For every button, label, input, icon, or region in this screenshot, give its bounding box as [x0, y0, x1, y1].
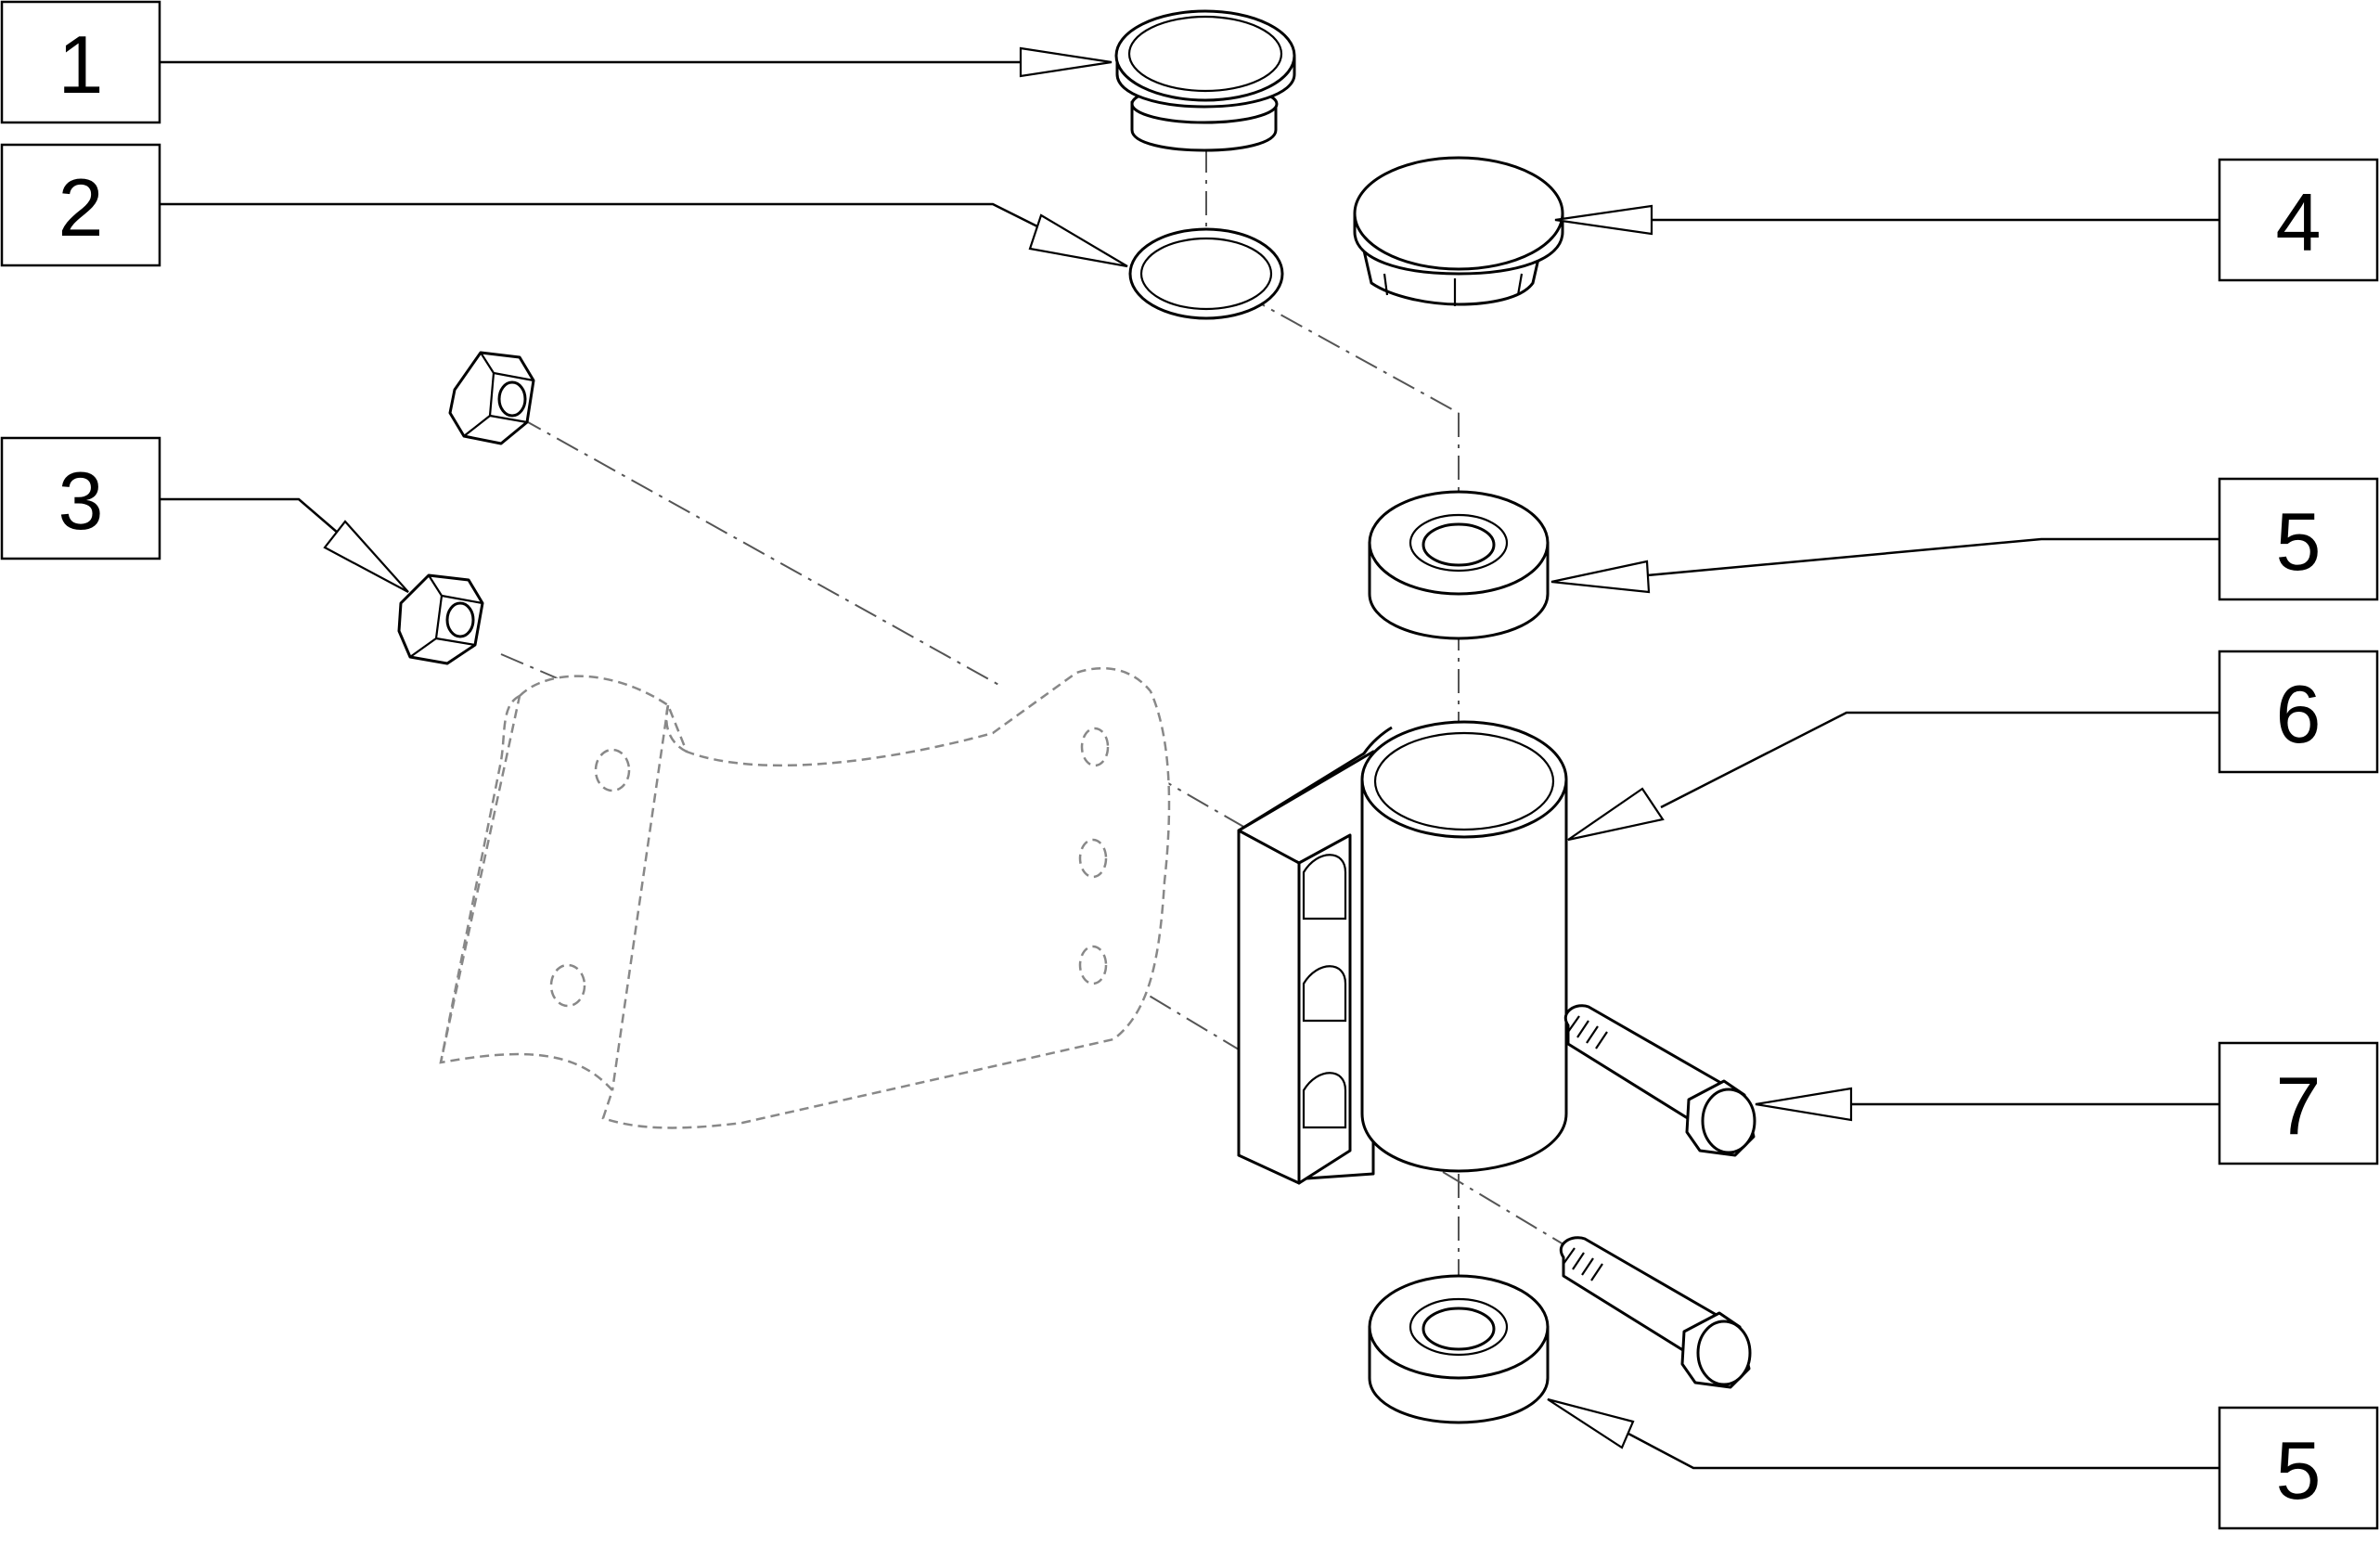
arrowhead-5-upper — [1550, 560, 1651, 594]
arrowhead-6 — [1567, 787, 1665, 842]
callout-number: 5 — [2276, 1424, 2322, 1516]
callout-number: 4 — [2276, 176, 2322, 268]
callout-5-upper: 5 — [2218, 477, 2379, 601]
callout-6: 6 — [2218, 650, 2379, 774]
callout-number: 2 — [58, 161, 104, 253]
part-7-lower-bolt — [1560, 1236, 1752, 1389]
arrowhead-7 — [1755, 1087, 1853, 1122]
callout-3: 3 — [0, 436, 161, 560]
callout-number: 3 — [58, 455, 104, 547]
arrowhead-1 — [1019, 46, 1113, 78]
callout-number: 1 — [58, 19, 104, 110]
part-1-top-plug — [1114, 9, 1296, 152]
arrowhead-2 — [1028, 213, 1128, 268]
arrowhead-3 — [323, 520, 409, 593]
part-7-upper-bolt — [1564, 1004, 1756, 1157]
part-3-lower-nut — [397, 573, 484, 665]
part-2-o-ring — [1128, 227, 1284, 320]
callout-7: 7 — [2218, 1041, 2379, 1165]
leader-lines — [160, 46, 2219, 1470]
part-5-lower-bearing — [1368, 1274, 1550, 1424]
callout-4: 4 — [2218, 158, 2379, 282]
part-3-upper-nut — [448, 351, 535, 445]
callout-1: 1 — [0, 0, 161, 124]
part-6-hinge-body — [1237, 720, 1568, 1185]
callout-number: 6 — [2276, 668, 2322, 760]
callout-5-lower: 5 — [2218, 1406, 2379, 1530]
arrowhead-4 — [1554, 204, 1653, 236]
callout-number: 7 — [2276, 1060, 2322, 1152]
part-4-cap — [1353, 156, 1564, 306]
callout-2: 2 — [0, 143, 161, 267]
arrowhead-5-lower — [1547, 1397, 1635, 1449]
callout-number: 5 — [2276, 496, 2322, 587]
part-5-upper-bearing — [1368, 490, 1550, 640]
mounting-plate-ghost — [439, 666, 1171, 1129]
